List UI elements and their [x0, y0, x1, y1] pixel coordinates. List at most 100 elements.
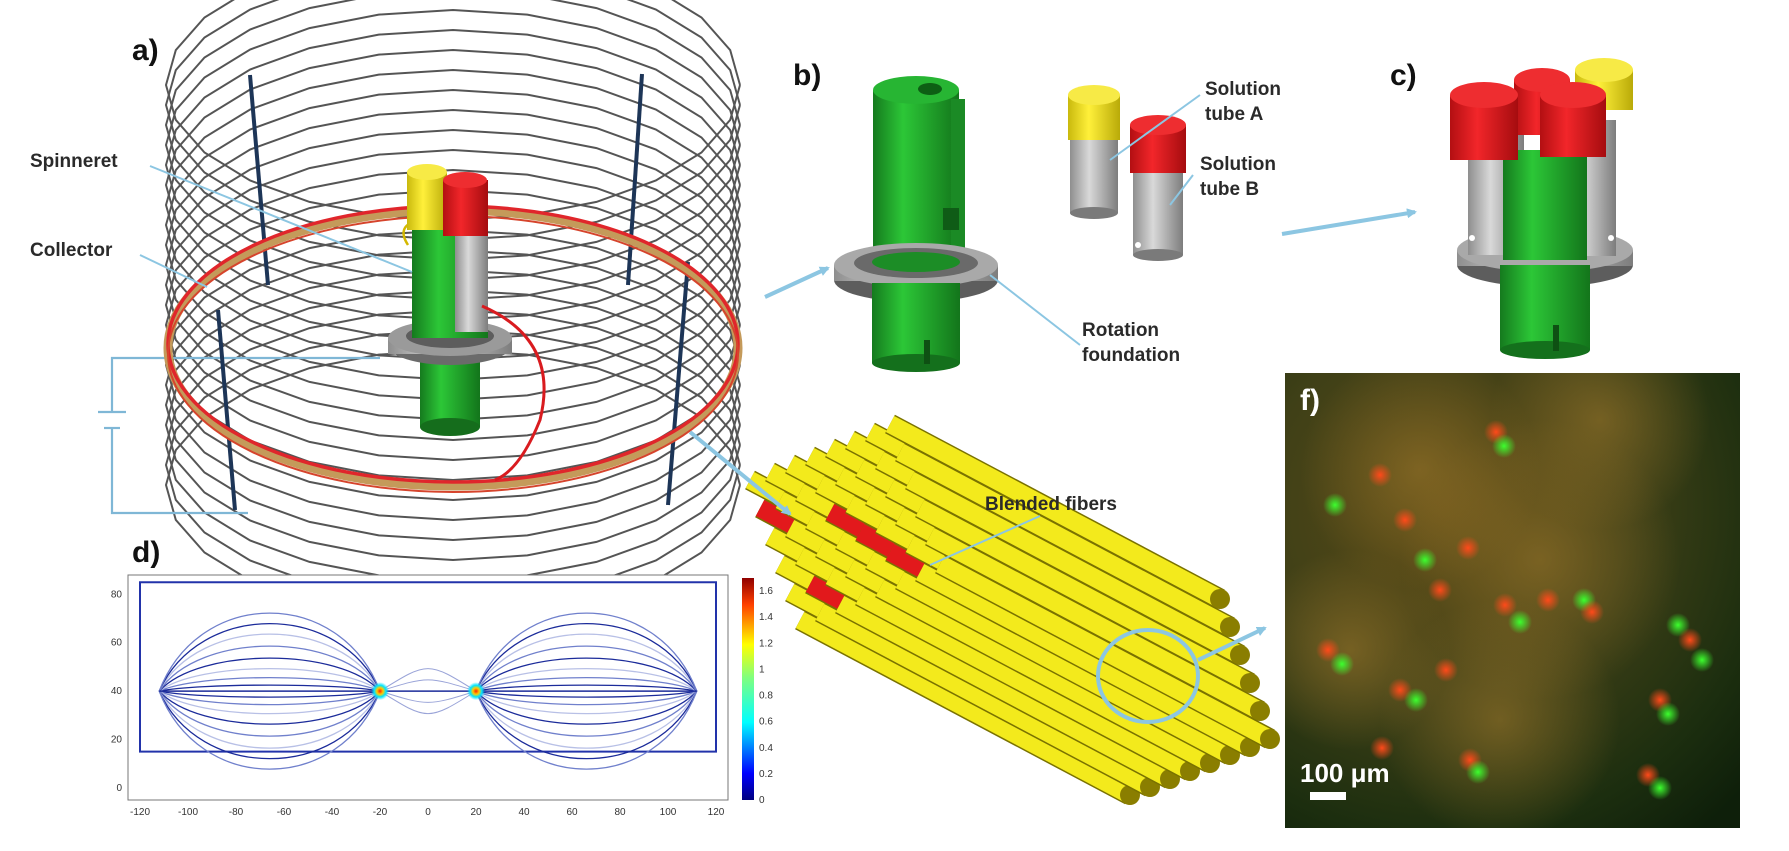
haze: [1490, 373, 1710, 530]
streamline: [475, 645, 698, 692]
cage-ring: [164, 188, 741, 462]
cage-ring: [164, 88, 741, 362]
colorbar: [742, 578, 754, 800]
streamline: [475, 623, 698, 692]
panel-d-label: d): [132, 536, 160, 569]
x-tick-label: 80: [614, 807, 626, 818]
cage-ring: [164, 0, 741, 242]
panel-f-label: f): [1300, 384, 1320, 417]
x-tick-label: -60: [277, 807, 292, 818]
panel-b-pointers: [989, 94, 1201, 346]
colorbar-tick-label: 0.6: [759, 717, 773, 728]
streamline: [475, 612, 698, 692]
red-fluorescent-spot: [1393, 508, 1417, 532]
fiber: [895, 444, 1235, 635]
red-fluorescent-spot: [1678, 628, 1702, 652]
x-tick-label: 100: [660, 807, 677, 818]
zoom-circle: [1096, 628, 1200, 724]
panel-e: e) Blended fibers: [745, 414, 1280, 805]
voltage-source-wire: [98, 356, 380, 515]
red-fluorescent-spot: [1456, 536, 1480, 560]
cage-ring: [164, 128, 741, 402]
panel-b: b): [793, 59, 1286, 372]
colorbar-tick-label: 0.8: [759, 691, 773, 702]
cage-ring: [164, 168, 741, 442]
y-tick-label: 40: [111, 686, 123, 697]
solution-tube-a: [1068, 85, 1120, 219]
solution-tube-a-label: Solution tube A: [1205, 79, 1286, 125]
fiber: [915, 500, 1255, 691]
cage-ring: [164, 268, 741, 542]
streamline: [475, 690, 698, 770]
cage-ring: [164, 28, 741, 302]
fiber-end: [1260, 729, 1280, 749]
plot-frame: [127, 574, 729, 801]
cage-ring: [164, 248, 741, 522]
streamline: [158, 690, 381, 749]
green-fluorescent-spot: [1648, 776, 1672, 800]
fiber: [915, 564, 1255, 755]
colorbar-tick-label: 1.4: [759, 612, 773, 623]
red-fluorescent-spot: [1370, 736, 1394, 760]
fiber: [895, 572, 1235, 763]
streamline: [158, 645, 381, 692]
fiber-end: [1220, 617, 1240, 637]
panel-c: c): [1390, 58, 1633, 359]
fiber: [795, 612, 1135, 803]
green-fluorescent-spot: [1323, 493, 1347, 517]
green-fluorescent-spot: [1404, 688, 1428, 712]
green-fluorescent-spot: [1508, 610, 1532, 634]
red-fluorescent-spot: [1428, 578, 1452, 602]
streamline: [158, 690, 381, 760]
panel-a-pointers: [139, 165, 413, 288]
x-tick-label: 20: [470, 807, 482, 818]
solution-tube-b-label: Solution tube B: [1200, 154, 1281, 200]
fiber: [885, 416, 1225, 607]
fiber-end: [1210, 589, 1230, 609]
fiber: [925, 528, 1265, 719]
panel-f: f) 100 μm: [1285, 373, 1740, 828]
fiber: [855, 588, 1195, 779]
x-tick-label: 0: [425, 807, 431, 818]
red-fluorescent-spot: [1434, 658, 1458, 682]
streamline: [475, 690, 697, 698]
green-fluorescent-spot: [1466, 760, 1490, 784]
red-fluorescent-spot: [1580, 600, 1604, 624]
streamline: [158, 667, 381, 692]
streamline: [475, 684, 697, 692]
y-tick-label: 60: [111, 638, 123, 649]
streamline: [475, 657, 698, 692]
micrograph-image: [1285, 373, 1714, 828]
streamline: [379, 668, 477, 692]
cage-ring: [164, 8, 741, 282]
streamline: [475, 690, 698, 760]
colorbar-tick-label: 1.6: [759, 586, 773, 597]
green-fluorescent-spot: [1330, 652, 1354, 676]
x-tick-label: 60: [566, 807, 578, 818]
cage-ring: [164, 308, 741, 582]
streamline: [379, 690, 477, 703]
streamline: [475, 633, 698, 692]
cage-ring: [164, 48, 741, 322]
scale-bar-label: 100 μm: [1300, 758, 1390, 788]
cage-ring: [164, 148, 741, 422]
x-tick-label: -120: [130, 807, 150, 818]
panel-b-label: b): [793, 59, 821, 92]
fiber: [815, 604, 1155, 795]
panel-a: a): [30, 0, 743, 622]
blended-fibers-pointer: [929, 515, 1041, 566]
streamline: [158, 690, 381, 715]
collector-label: Collector: [30, 240, 113, 261]
scale-bar: [1310, 792, 1346, 800]
fiber: [835, 596, 1175, 787]
colorbar-tick-label: 1: [759, 664, 765, 675]
cage-ring: [164, 68, 741, 342]
blended-fibers-label: Blended fibers: [985, 494, 1117, 515]
fiber-end: [1240, 673, 1260, 693]
streamline: [475, 690, 698, 749]
red-fluorescent-spot: [1368, 463, 1392, 487]
colorbar-tick-label: 0.4: [759, 743, 773, 754]
